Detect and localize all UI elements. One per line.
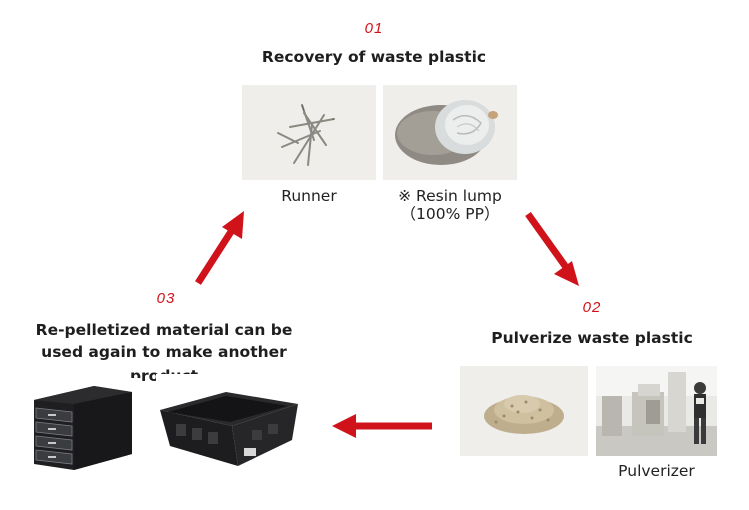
runner-photo bbox=[242, 85, 376, 180]
step-2-title: Pulverize waste plastic bbox=[491, 329, 693, 347]
pulverizer-caption: Pulverizer bbox=[618, 462, 695, 480]
step-2-number: 02 bbox=[582, 299, 602, 316]
resin-lump-caption-line2: （100% PP） bbox=[400, 205, 500, 223]
pulverized-pellets-photo bbox=[460, 366, 588, 456]
runner-caption: Runner bbox=[281, 187, 337, 205]
black-crate-photo bbox=[156, 374, 300, 470]
arrow-step2-to-step3 bbox=[332, 414, 432, 438]
arrow-step3-to-step1 bbox=[195, 211, 244, 285]
step-1-number: 01 bbox=[364, 20, 384, 37]
arrow-step1-to-step2 bbox=[525, 211, 579, 286]
resin-lump-caption-line1: ※ Resin lump bbox=[398, 187, 502, 205]
pulverizer-machine-photo bbox=[596, 366, 717, 456]
resin-lump-photo bbox=[383, 85, 517, 180]
drawer-cabinet-photo bbox=[28, 378, 140, 474]
step-1-title: Recovery of waste plastic bbox=[261, 48, 487, 66]
step-3-title-line1: Re-pelletized material can be bbox=[35, 321, 293, 339]
step-3-number: 03 bbox=[156, 290, 176, 307]
